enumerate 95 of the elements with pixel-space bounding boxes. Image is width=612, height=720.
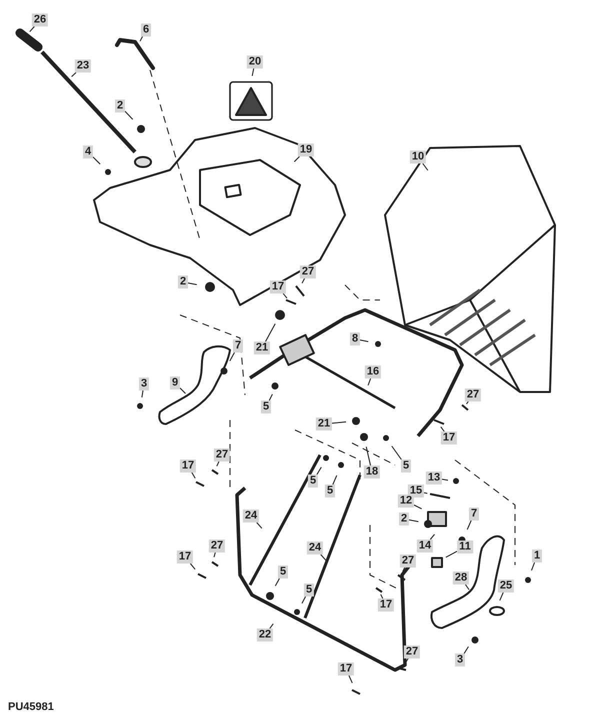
callout-number: 8 (350, 332, 360, 346)
callout-number: 2 (178, 276, 188, 288)
leader-line (216, 461, 220, 467)
leader-line (294, 156, 300, 162)
leader-line (530, 562, 536, 571)
callout-number: 5 (324, 484, 336, 498)
callout-number: 1 (532, 550, 542, 562)
leader-line (332, 421, 347, 424)
callout-number: 14 (416, 540, 434, 552)
leader-line (466, 401, 469, 404)
leader-line (301, 596, 306, 604)
leader-line (316, 466, 322, 475)
leader-line (464, 584, 470, 590)
callout-number: 20 (246, 56, 264, 68)
leader-line (440, 426, 445, 432)
callout-number: 17 (176, 550, 194, 564)
leader-line (368, 378, 372, 386)
callout-number: 3 (454, 654, 466, 666)
callout-number: 13 (426, 472, 442, 484)
leader-line (190, 563, 196, 570)
callout-number: 23 (74, 60, 92, 72)
leader-line (391, 446, 402, 460)
leader-line (499, 592, 504, 601)
callout-number: 26 (32, 14, 48, 26)
leader-line (445, 550, 458, 558)
leader-line (422, 163, 428, 171)
leader-line (256, 522, 262, 529)
leader-line (92, 156, 101, 165)
callout-number: 5 (260, 400, 272, 414)
callout-number: 24 (306, 542, 324, 554)
callout-number: 5 (304, 584, 314, 596)
leader-line (29, 26, 35, 32)
callout-number: 6 (140, 24, 152, 36)
callout-number: 17 (270, 280, 286, 294)
leader-line (464, 646, 469, 654)
callout-number: 19 (298, 144, 314, 156)
callout-number: 5 (308, 474, 318, 488)
leader-line (265, 323, 276, 342)
leader-line (141, 390, 144, 398)
leader-line (274, 578, 280, 586)
callout-number: 22 (256, 628, 274, 642)
callout-number: 17 (338, 662, 354, 676)
callout-number: 18 (364, 466, 380, 478)
leader-line (302, 278, 306, 284)
leader-line (229, 352, 235, 362)
callout-number: 17 (180, 460, 196, 472)
callout-number: 5 (278, 566, 288, 578)
leader-line (320, 554, 326, 561)
leader-line (408, 519, 419, 522)
callout-number: 10 (410, 150, 426, 164)
leader-line (180, 388, 186, 394)
callout-number: 27 (464, 388, 482, 402)
leader-line (188, 282, 198, 286)
callout-number: 4 (82, 146, 94, 158)
leader-line (252, 68, 254, 76)
leader-line (71, 72, 77, 78)
callout-number: 21 (316, 418, 332, 430)
leader-line (140, 36, 144, 42)
leader-line (269, 623, 274, 629)
callout-number: 15 (408, 484, 424, 498)
leader-line (466, 520, 472, 530)
callout-number: 28 (452, 572, 470, 584)
callout-number: 2 (114, 100, 126, 112)
callout-number: 21 (254, 342, 270, 354)
callout-number: 27 (300, 266, 316, 278)
callout-number: 16 (364, 366, 382, 378)
leader-line (282, 293, 288, 299)
callout-number: 9 (170, 376, 180, 390)
callout-number: 2 (398, 512, 410, 526)
leader-line (348, 675, 353, 684)
leader-line (366, 446, 372, 466)
callout-number: 7 (468, 508, 480, 520)
leader-line (424, 492, 428, 494)
callout-number: 27 (214, 448, 230, 462)
callout-number: 3 (138, 378, 150, 390)
callout-number: 27 (208, 540, 226, 552)
callout-number: 7 (232, 340, 244, 352)
callout-number: 27 (400, 554, 416, 568)
callout-number: 25 (498, 580, 514, 592)
leader-line (360, 340, 369, 342)
leader-line (191, 472, 196, 479)
leader-line (404, 658, 409, 664)
callout-number: 12 (398, 494, 414, 508)
leader-line (124, 110, 134, 120)
leader-line (430, 534, 436, 540)
drawing-number: PU45981 (8, 701, 54, 713)
callout-number: 5 (400, 460, 412, 472)
callout-number: 17 (440, 432, 458, 444)
callout-number: 24 (242, 510, 260, 522)
leader-line (332, 474, 338, 485)
leader-line (214, 552, 216, 558)
leader-line (442, 478, 449, 481)
callout-number: 11 (457, 540, 473, 554)
callout-number: 17 (378, 598, 394, 612)
callout-number: 27 (404, 646, 420, 658)
